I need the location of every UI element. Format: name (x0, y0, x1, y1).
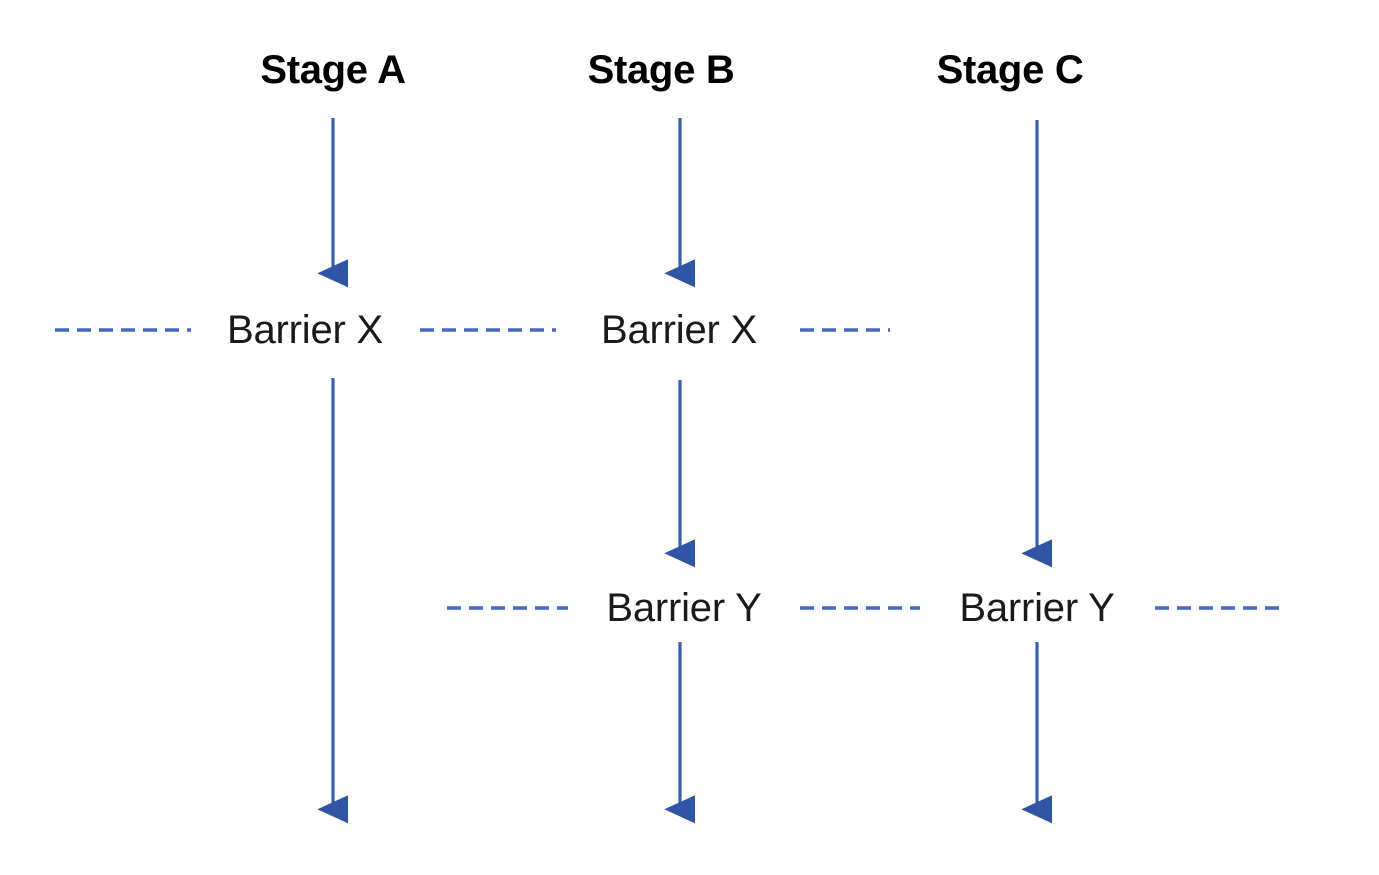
barrier-label-stage-b-x: Barrier X (600, 308, 758, 352)
stage-header-b: Stage B (587, 48, 735, 92)
stage-header-c: Stage C (936, 48, 1084, 92)
stage-header-a: Stage A (260, 48, 406, 92)
barrier-label-stage-b-y: Barrier Y (606, 586, 762, 630)
barrier-label-stage-c-y: Barrier Y (959, 586, 1115, 630)
barrier-label-stage-a-x: Barrier X (226, 308, 384, 352)
